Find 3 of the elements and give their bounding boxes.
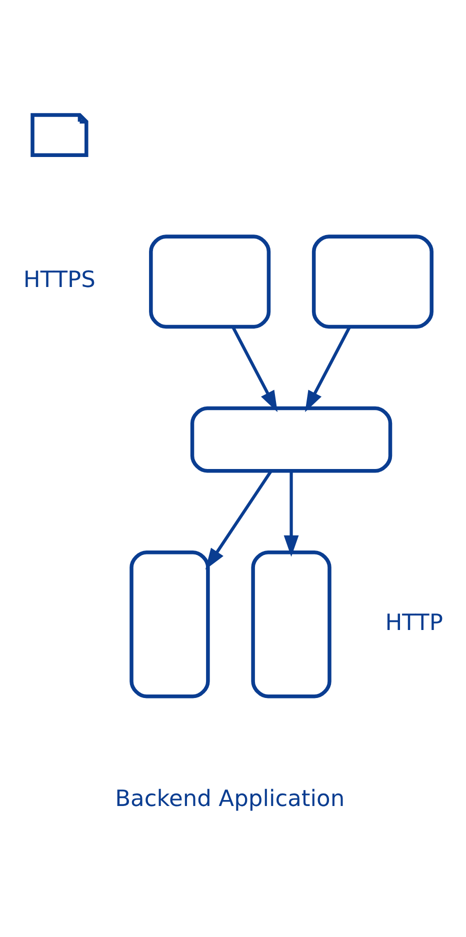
label: HTTP — [385, 609, 443, 636]
label: HTTPS — [23, 266, 96, 293]
label: Backend Application — [115, 785, 345, 812]
